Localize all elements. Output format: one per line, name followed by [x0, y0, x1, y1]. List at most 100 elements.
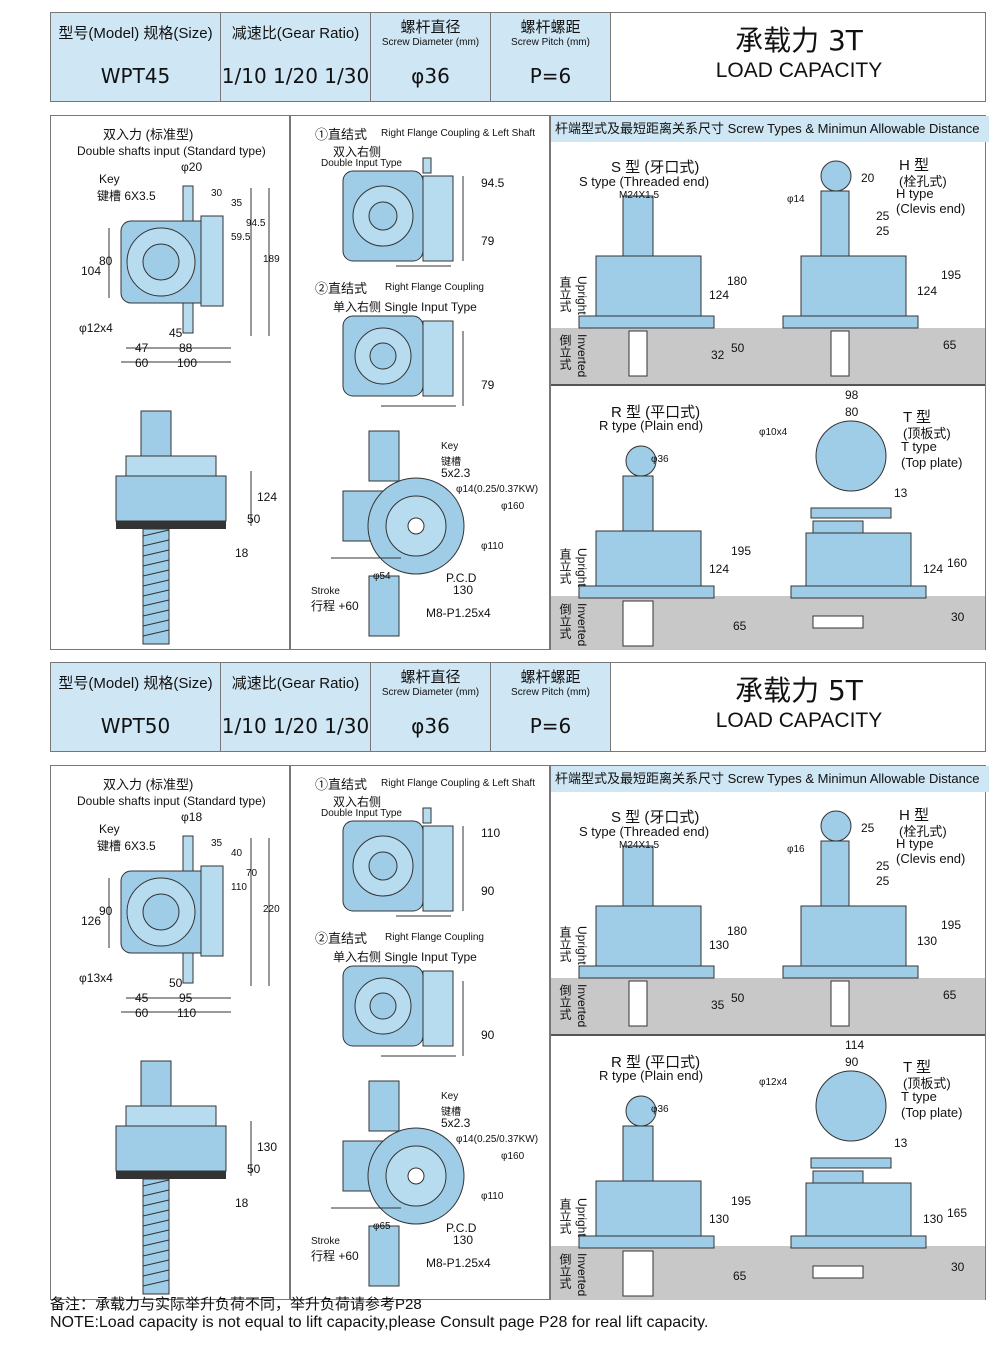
t-type-cn: T 型: [903, 409, 932, 426]
r-dim-65: 65: [733, 1269, 747, 1283]
flange-54: φ65: [373, 1221, 391, 1232]
type2-title-en: Right Flange Coupling: [385, 282, 484, 293]
t-dim-80: 80: [845, 405, 859, 419]
h-dim-25a: 25: [876, 859, 890, 873]
stroke-label: Stroke: [311, 586, 340, 597]
t-type-en2: (Top plate): [901, 1105, 963, 1120]
capacity-en: LOAD CAPACITY: [715, 709, 883, 732]
flange-160: φ160: [501, 501, 525, 512]
inverted-en-bottom: Inverted: [575, 1253, 589, 1297]
t-type-en: T type: [901, 439, 937, 454]
dim-50: 50: [247, 512, 261, 526]
pcd-value: 130: [453, 583, 474, 597]
dim-45: 50: [169, 976, 183, 990]
model-label: 型号(Model) 规格(Size): [58, 24, 213, 42]
coupling-drawing: [331, 807, 465, 1287]
r-type-en: R type (Plain end): [599, 1068, 704, 1083]
r-type-cn: R 型 (平口式): [611, 404, 701, 421]
motor-spec: φ14(0.25/0.37KW): [456, 1134, 539, 1145]
model-value: WPT50: [100, 714, 171, 738]
flange-110: φ110: [481, 541, 504, 552]
t-dim-160: 165: [947, 1206, 968, 1220]
dual-title-en: Double shafts input (Standard type): [77, 794, 266, 808]
dim-94-5: 94.5: [246, 218, 266, 229]
dim-18: 18: [235, 1196, 249, 1210]
dim-45: 45: [169, 326, 183, 340]
upright-en-bottom: Upright: [575, 1198, 589, 1237]
dim-30: 30: [211, 188, 223, 199]
s-dim-124: 130: [709, 938, 730, 952]
s-dim-124: 124: [709, 288, 730, 302]
spec-header: 型号(Model) 规格(Size) WPT50 减速比(Gear Ratio)…: [50, 662, 986, 752]
dual-input-panel: 双入力 (标准型) Double shafts input (Standard …: [50, 765, 290, 1300]
t-dim-124: 124: [923, 562, 944, 576]
dim-189: 189: [263, 254, 280, 265]
t-dim-124: 130: [923, 1212, 944, 1226]
type1-title-en: Right Flange Coupling & Left Shaft: [381, 778, 535, 789]
inverted-cn-top: 倒立式: [558, 334, 572, 370]
inverted-en-top: Inverted: [575, 334, 589, 378]
s-type-cn: S 型 (牙口式): [611, 809, 700, 826]
s-dim-32: 35: [711, 998, 725, 1012]
inverted-cn-bottom: 倒立式: [558, 603, 572, 639]
type1-title-en: Right Flange Coupling & Left Shaft: [381, 128, 535, 139]
t-dim-holes: φ12x4: [759, 1077, 788, 1088]
dual-title-en: Double shafts input (Standard type): [77, 144, 266, 158]
r-dim-36: φ36: [651, 1104, 669, 1115]
diameter-label-cn: 螺杆直径: [400, 669, 461, 686]
keyway2-label: 键槽: [441, 1107, 461, 1118]
h-dim-195: 195: [941, 268, 962, 282]
screw-types-panel: 杆端型式及最短距离关系尺寸 Screw Types & Minimun Allo…: [550, 765, 989, 1300]
r-dim-36: φ36: [651, 454, 669, 465]
dim-47: 45: [135, 991, 149, 1005]
dim-30: 35: [211, 838, 223, 849]
upright-cn-bottom: 直立式: [558, 1198, 572, 1234]
type1-sub-cn: 双入右侧: [333, 145, 382, 159]
dim-35: 35: [231, 198, 243, 209]
dim-80: 90: [99, 904, 113, 918]
pitch-label-en: Screw Pitch (mm): [511, 687, 590, 698]
motor-spec: φ14(0.25/0.37KW): [456, 484, 539, 495]
h-type-cn2: (栓孔式): [899, 174, 947, 189]
h-dim-25a: 25: [876, 209, 890, 223]
t-dim-80: 90: [845, 1055, 859, 1069]
h-type-en: H type: [896, 836, 934, 851]
t-dim-160: 160: [947, 556, 968, 570]
stroke-label: Stroke: [311, 1236, 340, 1247]
spec-header: 型号(Model) 规格(Size) WPT45 减速比(Gear Ratio)…: [50, 12, 986, 102]
capacity-cn: 承载力 3T: [735, 24, 863, 57]
screw-types-panel: 杆端型式及最短距离关系尺寸 Screw Types & Minimun Allo…: [550, 115, 989, 650]
divider-line: [551, 1034, 985, 1036]
h-dim-124: 124: [917, 284, 938, 298]
screw-types-title: 杆端型式及最短距离关系尺寸 Screw Types & Minimun Allo…: [551, 116, 989, 142]
dim-88: 88: [179, 341, 193, 355]
diameter-label-en: Screw Diameter (mm): [381, 687, 480, 698]
dual-input-panel: 双入力 (标准型) Double shafts input (Standard …: [50, 115, 290, 650]
h-type-cn: H 型: [899, 157, 930, 174]
h-dim-195: 195: [941, 918, 962, 932]
pcd-value: 130: [453, 1233, 474, 1247]
h-dim-20: 25: [861, 821, 875, 835]
upright-en-bottom: Upright: [575, 548, 589, 587]
t-dim-98: 98: [845, 388, 859, 402]
s-thread: M24X1.5: [619, 840, 660, 851]
t-dim-30: 30: [951, 610, 965, 624]
dim-189: 220: [263, 904, 280, 915]
dim-104: 104: [81, 264, 102, 278]
type2-dim-a: 90: [481, 1028, 495, 1042]
s-type-en: S type (Threaded end): [579, 824, 710, 839]
s-dim-32: 32: [711, 348, 725, 362]
dim-holes: φ13x4: [79, 971, 113, 985]
dim-88: 95: [179, 991, 193, 1005]
r-dim-195: 195: [731, 544, 752, 558]
capacity-en: LOAD CAPACITY: [715, 59, 883, 82]
t-type-en: T type: [901, 1089, 937, 1104]
r-type-cn: R 型 (平口式): [611, 1054, 701, 1071]
screw-types-drawing: [578, 810, 927, 1297]
dual-title-cn: 双入力 (标准型): [103, 777, 194, 792]
s-type-en: S type (Threaded end): [579, 174, 710, 189]
pitch-value: P=6: [529, 714, 572, 738]
flange-coupling-panel: ①直结式 Right Flange Coupling & Left Shaft …: [290, 765, 550, 1300]
stroke-cn: 行程 +60: [311, 1249, 359, 1263]
note-cn: 备注：承载力与实际举升负荷不同，举升负荷请参考P28: [50, 1296, 422, 1313]
